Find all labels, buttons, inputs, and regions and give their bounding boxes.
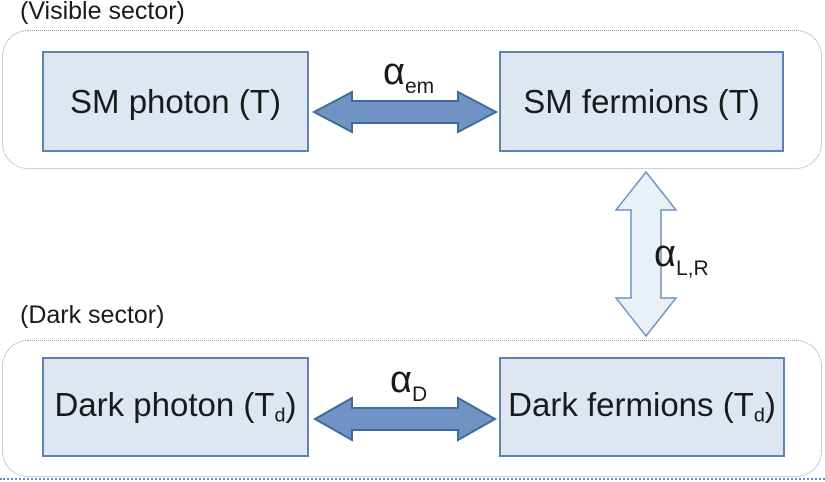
dark-photon-label-main: Dark photon (T xyxy=(54,386,275,424)
dark-sector-container xyxy=(2,340,822,477)
sm-photon-box: SM photon (T) xyxy=(42,51,309,152)
coupling-alpha-em-subscript: em xyxy=(404,75,435,98)
coupling-alpha-em: αem xyxy=(383,53,434,97)
dark-photon-box: Dark photon (Td) xyxy=(42,357,309,457)
bottom-dotted-border xyxy=(0,478,825,480)
sm-fermions-box-label: SM fermions (T) xyxy=(523,82,760,120)
dark-fermions-box-label: Dark fermions (Td) xyxy=(508,386,776,428)
dark-fermions-label-main: Dark fermions (T xyxy=(508,386,754,424)
coupling-alpha-lr-symbol: α xyxy=(654,233,676,275)
coupling-alpha-d: αD xyxy=(390,361,427,405)
coupling-alpha-lr: αL,R xyxy=(654,235,709,279)
coupling-alpha-d-subscript: D xyxy=(411,383,428,406)
dark-photon-label-close: ) xyxy=(285,386,297,424)
sm-photon-box-label: SM photon (T) xyxy=(70,82,281,120)
coupling-alpha-d-symbol: α xyxy=(390,359,412,401)
dark-fermions-label-subscript: d xyxy=(753,404,765,427)
visible-sector-container xyxy=(2,30,822,169)
dark-fermions-label-close: ) xyxy=(764,386,776,424)
dark-sector-label: (Dark sector) xyxy=(20,301,165,329)
coupling-alpha-lr-subscript: L,R xyxy=(675,257,709,280)
dark-photon-label-subscript: d xyxy=(274,404,286,427)
dark-photon-box-label: Dark photon (Td) xyxy=(54,386,296,428)
visible-sector-label: (Visible sector) xyxy=(20,0,185,25)
coupling-alpha-em-symbol: α xyxy=(383,51,405,93)
sm-fermions-box: SM fermions (T) xyxy=(499,51,784,152)
dark-fermions-box: Dark fermions (Td) xyxy=(499,357,785,457)
